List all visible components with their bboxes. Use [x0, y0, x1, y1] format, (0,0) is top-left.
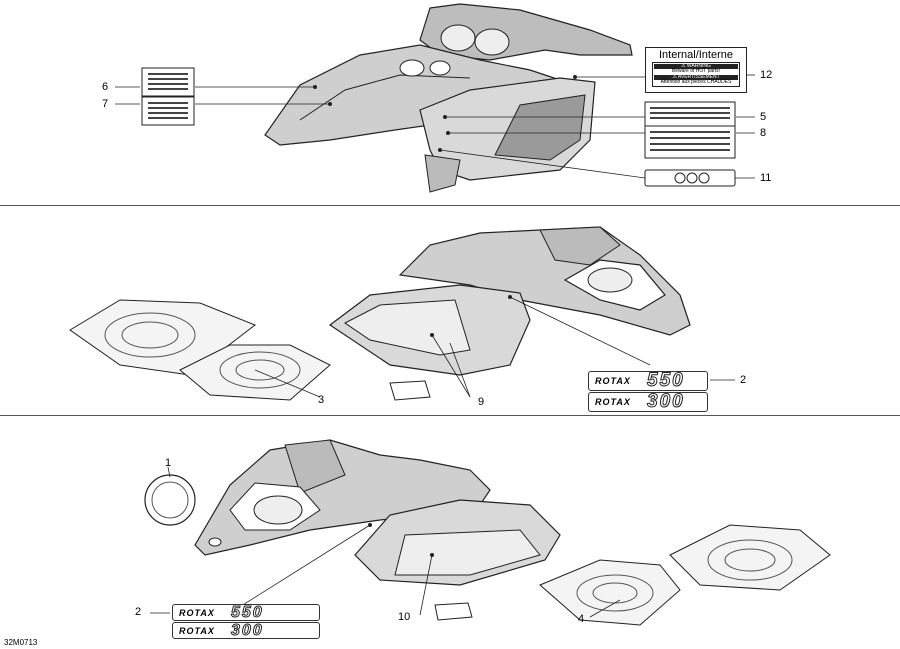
decal-right-bottom [539, 559, 681, 626]
rotax-word: ROTAX [595, 376, 631, 386]
diagram-code: 32M0713 [4, 638, 38, 647]
callout-1: 1 [165, 457, 172, 469]
middle-section-drawing [69, 226, 735, 401]
rotax-300-decal-bottom: ROTAX 300 [172, 621, 320, 639]
callout-3: 3 [318, 394, 325, 406]
callout-4: 4 [578, 613, 585, 625]
rotax-word: ROTAX [595, 397, 631, 407]
callout-11: 11 [760, 172, 772, 184]
rotax-300-decal-middle: ROTAX 300 [588, 391, 708, 413]
callout-2-middle: 2 [740, 374, 747, 386]
rotax-550-decal-bottom: ROTAX 550 [172, 603, 320, 621]
internal-warning-label: Internal/Interne ⚠ WARNING Beware of HOT… [645, 47, 747, 93]
label-8 [644, 125, 736, 159]
callout-8: 8 [760, 127, 767, 139]
gauge-right [474, 28, 510, 56]
gauge-left [440, 24, 476, 52]
rotax-word: ROTAX [179, 607, 215, 618]
internal-label-title: Internal/Interne [659, 49, 733, 61]
label-11 [644, 169, 736, 187]
emblem-piece-9 [389, 380, 431, 401]
label-7 [141, 96, 195, 126]
callout-7: 7 [102, 98, 109, 110]
callout-12: 12 [760, 69, 773, 81]
callout-5: 5 [760, 111, 767, 123]
rotax-550-decal-middle: ROTAX 550 [588, 370, 708, 392]
callout-2-bottom: 2 [135, 606, 142, 618]
callout-6: 6 [102, 81, 109, 93]
decal-right-top [669, 524, 831, 591]
callout-9: 9 [478, 396, 485, 408]
section-divider-bottom [0, 415, 900, 416]
rotax-number: 300 [231, 621, 264, 639]
emblem-piece-10 [434, 602, 473, 621]
internal-label-line4: Attention aux pièces CHAUDES [660, 79, 732, 85]
internal-label-line1: ⚠ WARNING [654, 64, 738, 69]
top-section-drawing [115, 3, 755, 193]
internal-label-line3: ⚠ AVERTISSEMENT [654, 75, 738, 80]
decal-left-bottom [179, 344, 331, 401]
rotax-number: 550 [231, 603, 264, 621]
section-divider-top [0, 205, 900, 206]
internal-label-line2: Beware of HOT parts! [671, 68, 721, 74]
label-6 [141, 67, 195, 97]
bottom-section-drawing [144, 439, 831, 626]
rotax-number: 550 [647, 370, 685, 392]
rotax-word: ROTAX [179, 625, 215, 636]
callout-10: 10 [398, 611, 411, 623]
rotax-number: 300 [647, 391, 685, 413]
